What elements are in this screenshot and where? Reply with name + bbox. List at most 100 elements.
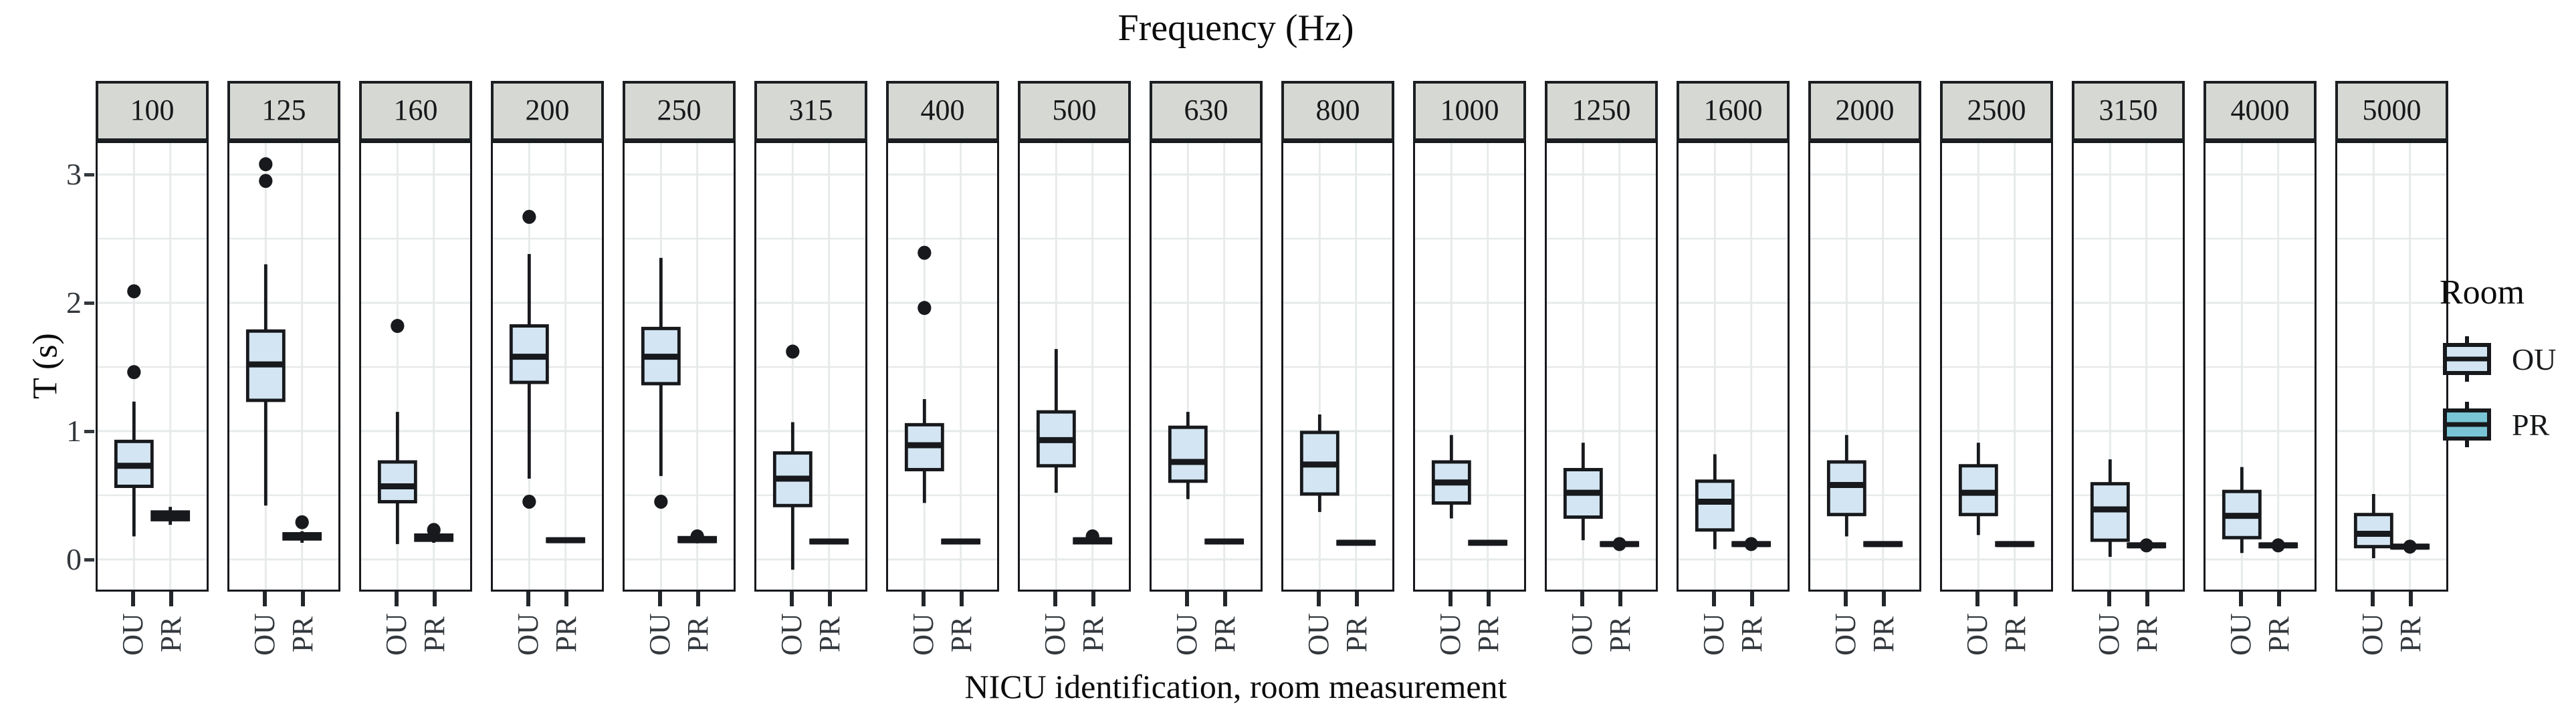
outlier-point <box>2403 539 2417 554</box>
x-tick-mark <box>2276 592 2281 606</box>
box-PR <box>1863 541 1903 548</box>
x-category-label: OU <box>1039 613 1072 656</box>
x-category-label: PR <box>1076 616 1109 652</box>
x-tick-mark <box>1354 592 1359 606</box>
box-OU <box>2090 459 2130 558</box>
facet-strip-label: 2500 <box>1940 81 2053 141</box>
x-category-label: PR <box>549 616 582 652</box>
y-tick-label: 2 <box>66 285 82 320</box>
facet-strip-label: 800 <box>1281 81 1394 141</box>
x-tick-mark <box>2371 592 2375 606</box>
facet-panel <box>1677 141 1790 592</box>
box-PR <box>809 538 849 545</box>
facet-panel <box>1940 141 2053 592</box>
facet-panel <box>754 141 867 592</box>
box-OU <box>1168 412 1208 499</box>
x-axis-title: NICU identification, room measurement <box>964 668 1507 705</box>
facet-strip-label: 1000 <box>1413 81 1526 141</box>
facet-strip-label: 1250 <box>1545 81 1658 141</box>
outlier-point <box>2271 538 2285 553</box>
x-category-label: PR <box>1998 616 2032 652</box>
x-category-label: PR <box>1735 616 1768 652</box>
box-OU <box>114 284 154 537</box>
x-tick-mark <box>2013 592 2018 606</box>
box-OU <box>2222 467 2262 554</box>
x-tick-mark <box>263 592 267 606</box>
x-tick-mark <box>1222 592 1227 606</box>
y-tick-label: 1 <box>66 413 82 448</box>
outlier-point <box>127 365 141 380</box>
x-category-label: OU <box>1829 613 1862 656</box>
x-tick-mark <box>1091 592 1095 606</box>
box-PR <box>150 507 191 525</box>
x-category-label: OU <box>1302 613 1335 656</box>
x-tick-mark <box>790 592 794 606</box>
x-category-label: OU <box>116 613 150 656</box>
iqr-box <box>377 460 417 504</box>
facet-strip-label: 125 <box>227 81 340 141</box>
y-tick-mark <box>84 558 94 562</box>
x-tick-mark <box>395 592 399 606</box>
box-OU <box>377 319 417 544</box>
y-tick-mark <box>84 301 94 305</box>
facet-panel <box>96 141 209 592</box>
x-category-label: OU <box>1961 613 1994 656</box>
facet-panel <box>1545 141 1658 592</box>
x-category-label: OU <box>1566 613 1599 656</box>
box-PR <box>1995 541 2035 548</box>
box-PR <box>2127 538 2167 553</box>
x-tick-mark <box>1053 592 1058 606</box>
x-category-label: PR <box>2262 616 2295 652</box>
box-OU <box>1695 454 1735 550</box>
x-category-label: PR <box>944 616 978 652</box>
x-tick-mark <box>2107 592 2112 606</box>
x-category-label: OU <box>1170 613 1204 656</box>
x-category-label: OU <box>1697 613 1731 656</box>
outlier-point <box>522 209 536 224</box>
outlier-point <box>1612 537 1626 552</box>
outlier-point <box>786 344 800 359</box>
x-tick-mark <box>300 592 305 606</box>
outlier-point <box>654 495 668 509</box>
box-PR <box>1073 529 1113 545</box>
facet-axis-title: Frequency (Hz) <box>1117 7 1354 49</box>
x-tick-mark <box>827 592 832 606</box>
facet-panel <box>1150 141 1263 592</box>
facet-panel <box>1413 141 1526 592</box>
facet-panel <box>2335 141 2448 592</box>
facet-panel <box>886 141 999 592</box>
facet-strip-label: 1600 <box>1677 81 1790 141</box>
box-OU <box>641 257 681 509</box>
y-tick-mark <box>84 173 94 177</box>
x-tick-mark <box>131 592 136 606</box>
facet-strip-label: 630 <box>1150 81 1263 141</box>
facet-panel <box>1281 141 1394 592</box>
y-tick-label: 3 <box>66 157 82 192</box>
x-category-label: PR <box>681 616 714 652</box>
box-PR <box>1336 539 1376 546</box>
x-tick-mark <box>1975 592 1980 606</box>
box-PR <box>282 515 322 543</box>
facet-strip-label: 250 <box>623 81 736 141</box>
box-OU <box>1299 414 1339 512</box>
outlier-point <box>2139 538 2153 553</box>
x-category-label: PR <box>417 616 451 652</box>
x-tick-mark <box>169 592 173 606</box>
y-tick-mark <box>84 429 94 433</box>
x-category-label: PR <box>1471 616 1505 652</box>
outlier-point <box>918 245 932 260</box>
outlier-point <box>391 319 405 334</box>
